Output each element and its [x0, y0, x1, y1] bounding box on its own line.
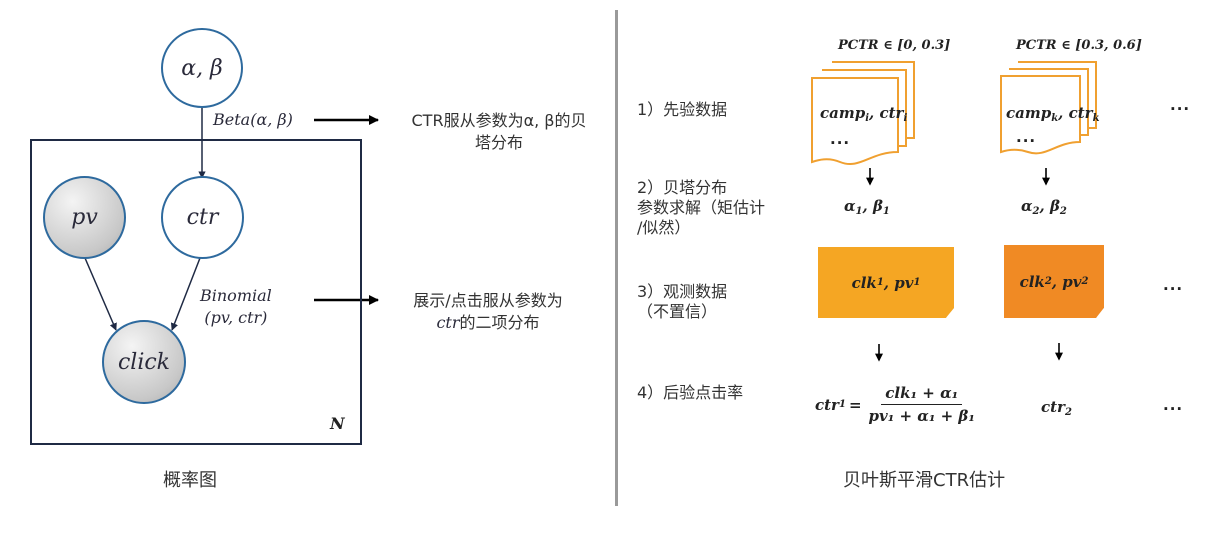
doc-stack-1	[811, 61, 915, 165]
edge-label-binomial: Binomial (pv, ctr)	[200, 285, 272, 329]
posterior-2-lhs-sub: 2	[1064, 407, 1072, 418]
doc-2-ctr-sub: k	[1092, 113, 1100, 124]
params-2-beta: , β	[1039, 197, 1060, 215]
edge-label-beta: Beta(α, β)	[213, 110, 293, 129]
observed-2-pv: , pv	[1051, 272, 1082, 291]
step-2-line1: 2）贝塔分布	[637, 178, 728, 197]
annotation-beta-line2: 塔分布	[474, 133, 523, 152]
range-label-1: PCTR ∈ [0, 0.3]	[838, 38, 951, 53]
doc-stack-2-front	[1000, 75, 1081, 155]
params-1-sub2: 1	[882, 206, 890, 217]
posterior-2-lhs: ctr	[1041, 398, 1065, 416]
annotation-beta-line1: CTR服从参数为α, β的贝	[411, 111, 587, 130]
edge-pv-to-click	[84, 257, 117, 331]
row3-ellipsis: ...	[1163, 276, 1184, 294]
annotation-binomial: 展示/点击服从参数为 ctr的二项分布	[388, 290, 588, 334]
node-click-label: click	[117, 349, 171, 375]
range-label-2: PCTR ∈ [0.3, 0.6]	[1016, 38, 1142, 53]
observed-1-pv: , pv	[883, 273, 914, 292]
doc-1-sep: ,	[869, 104, 880, 122]
doc-2-sep: ,	[1058, 104, 1069, 122]
doc-1-camp-sub: i	[865, 113, 870, 124]
right-caption: 贝叶斯平滑CTR估计	[843, 470, 1006, 491]
params-2-sub1: 2	[1032, 206, 1040, 217]
observed-2-sub1: 2	[1044, 276, 1052, 287]
step-4-line: 4）后验点击率	[637, 383, 744, 402]
annotation-binomial-line1: 展示/点击服从参数为	[413, 291, 563, 310]
doc-1-camp: camp	[820, 104, 866, 122]
observed-1-sub1: 1	[876, 277, 884, 288]
observed-2-sub2: 2	[1081, 276, 1089, 287]
posterior-1-lhs: ctr	[815, 395, 839, 414]
left-caption: 概率图	[163, 470, 217, 491]
node-ctr-label: ctr	[186, 205, 219, 230]
step-3: 3）观测数据 （不置信）	[637, 282, 727, 322]
params-2-sub2: 2	[1059, 206, 1067, 217]
doc-1-content: campi, ctri	[820, 104, 907, 124]
step-2: 2）贝塔分布 参数求解（矩估计 /似然）	[637, 178, 765, 238]
node-alpha-beta: α, β	[161, 28, 243, 108]
params-1: α1, β1	[844, 197, 890, 217]
doc-1-ctr: ctr	[879, 104, 904, 122]
doc-1-more: ...	[830, 130, 851, 148]
step-1-line: 1）先验数据	[637, 100, 728, 119]
row4-ellipsis: ...	[1163, 396, 1184, 414]
observed-1-sub2: 1	[913, 277, 921, 288]
params-1-alpha: α	[844, 197, 856, 215]
node-alpha-beta-label: α, β	[181, 55, 223, 81]
node-pv-label: pv	[71, 205, 98, 230]
node-pv: pv	[43, 176, 126, 259]
posterior-1-denominator: pv₁ + α₁ + β₁	[868, 407, 975, 425]
node-ctr: ctr	[161, 176, 244, 259]
plate-label: N	[330, 414, 345, 433]
posterior-1-numerator: clk₁ + α₁	[881, 384, 963, 405]
posterior-2: ctr2	[1041, 398, 1072, 418]
edge-label-binomial-line1: Binomial	[200, 286, 272, 305]
step-2-line2: 参数求解（矩估计	[637, 198, 766, 217]
doc-stack-1-front	[811, 77, 899, 165]
annotation-beta: CTR服从参数为α, β的贝 塔分布	[388, 110, 610, 154]
flow-arrows	[866, 168, 1063, 362]
posterior-1-fraction: clk₁ + α₁ pv₁ + α₁ + β₁	[865, 384, 979, 425]
params-1-beta: , β	[862, 197, 883, 215]
edge-ctr-to-click	[170, 257, 201, 331]
step-3-line1: 3）观测数据	[637, 282, 728, 301]
posterior-1-lhs-sub: 1	[838, 399, 846, 410]
doc-2-camp-sub: k	[1051, 113, 1059, 124]
doc-1-ctr-sub: i	[903, 113, 908, 124]
doc-2-content: campk, ctrk	[1006, 104, 1100, 124]
graph-edges	[84, 108, 379, 331]
step-4: 4）后验点击率	[637, 383, 743, 403]
posterior-1-eq: =	[848, 395, 862, 414]
edge-label-binomial-line2: (pv, ctr)	[204, 308, 268, 327]
annotation-binomial-ctr: ctr	[436, 313, 460, 332]
plate-box	[30, 139, 362, 445]
doc-2-ctr: ctr	[1068, 104, 1093, 122]
observed-1-clk: clk	[851, 273, 877, 292]
step-1: 1）先验数据	[637, 100, 727, 120]
node-click: click	[102, 320, 186, 404]
doc-2-camp: camp	[1006, 104, 1052, 122]
annotation-binomial-line2: 的二项分布	[459, 313, 540, 332]
params-1-sub1: 1	[855, 206, 863, 217]
params-2: α2, β2	[1021, 197, 1067, 217]
step-2-line3: /似然）	[637, 218, 691, 237]
observed-2-clk: clk	[1019, 272, 1045, 291]
doc-2-more: ...	[1016, 128, 1037, 146]
doc-stack-2	[1000, 61, 1097, 155]
step-3-line2: （不置信）	[637, 302, 718, 321]
params-2-alpha: α	[1021, 197, 1033, 215]
row1-ellipsis: ...	[1170, 96, 1191, 114]
panel-divider	[615, 10, 618, 506]
